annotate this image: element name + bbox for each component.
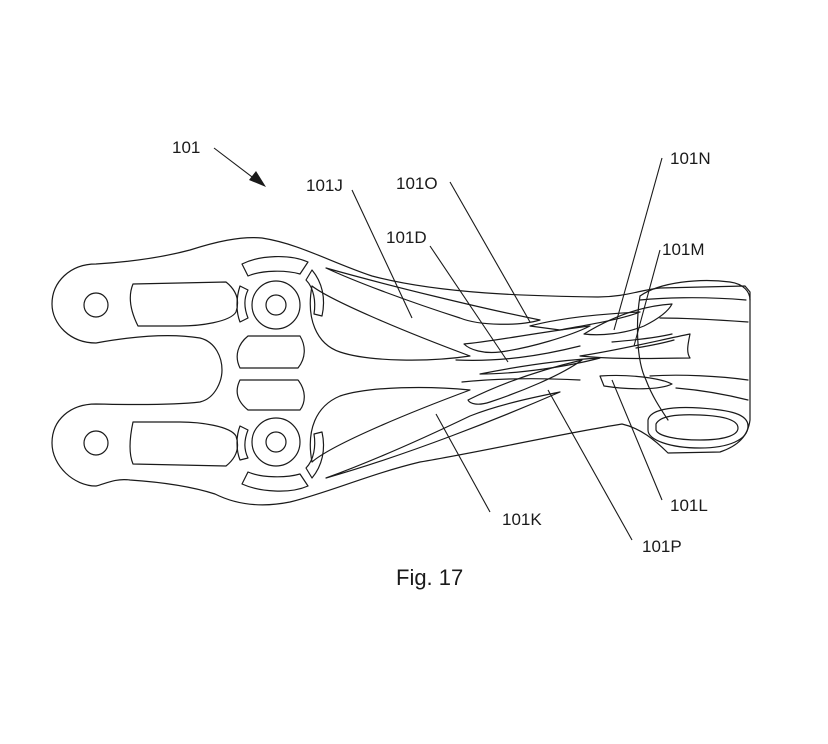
fork-slot-lower	[599, 374, 673, 390]
label-101K: 101K	[502, 510, 542, 529]
housing-top	[639, 279, 751, 301]
label-101: 101	[172, 138, 200, 157]
arrowhead-icon	[249, 171, 266, 187]
ball-joint-inner	[655, 414, 739, 441]
leader-101	[213, 147, 257, 181]
lower-bushing-hole	[83, 430, 109, 456]
leader-101L	[611, 379, 663, 501]
center-pocket-lower	[236, 379, 305, 411]
hub-pocket	[305, 431, 325, 479]
housing-band	[675, 387, 749, 401]
fork-slot-upper	[583, 303, 673, 336]
label-101J: 101J	[306, 176, 343, 195]
upper-web-opening	[309, 285, 471, 361]
rib-curve	[455, 345, 581, 361]
lower-eye-pocket	[129, 421, 239, 467]
upper-hub-ring	[251, 280, 301, 330]
upper-eye-pocket	[129, 281, 239, 327]
leader-101D	[429, 245, 509, 363]
leader-101P	[547, 389, 633, 541]
lower-hub-ring	[251, 417, 301, 467]
fork-inner-line	[611, 333, 673, 343]
rib-d	[463, 325, 591, 354]
housing-band	[649, 374, 749, 381]
lower-web-opening	[309, 386, 471, 463]
rib-mid	[461, 378, 581, 383]
rib-o	[529, 311, 641, 331]
leader-101M	[633, 249, 661, 347]
hub-pocket	[236, 425, 249, 461]
housing-rim	[639, 297, 747, 301]
leader-101J	[351, 189, 413, 319]
upper-bushing-hole	[83, 292, 109, 318]
hub-pocket	[305, 269, 325, 317]
upper-hub-hole	[265, 294, 287, 316]
label-101O: 101O	[396, 174, 438, 193]
arm-outline	[51, 237, 751, 506]
ball-joint-outer	[647, 406, 749, 449]
lower-hub-hole	[265, 431, 287, 453]
hub-pocket	[241, 255, 309, 277]
label-101D: 101D	[386, 228, 427, 247]
fork-slot-mid	[579, 333, 691, 360]
leader-101K	[435, 413, 491, 513]
label-101M: 101M	[662, 240, 705, 259]
housing-band	[659, 317, 749, 323]
housing-left-edge	[636, 295, 669, 421]
figure-caption: Fig. 17	[396, 565, 463, 590]
leader-101O	[449, 181, 531, 323]
upper-slot	[325, 267, 541, 325]
label-101P: 101P	[642, 537, 682, 556]
hub-pocket	[241, 471, 309, 492]
leader-101N	[613, 157, 663, 331]
rib-p	[467, 359, 583, 405]
hub-pocket	[236, 285, 249, 323]
center-pocket-upper	[236, 335, 305, 369]
lower-slot	[325, 391, 561, 479]
label-101L: 101L	[670, 496, 708, 515]
label-101N: 101N	[670, 149, 711, 168]
fork-inner-line	[635, 339, 675, 349]
